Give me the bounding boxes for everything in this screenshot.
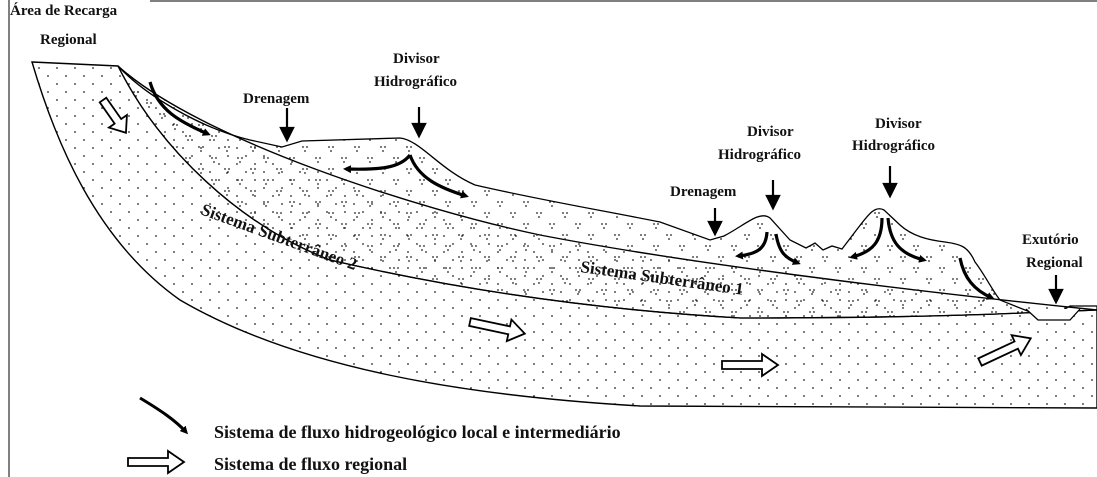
- divisor-3-label-line2: Hidrográfico: [852, 138, 935, 154]
- divisor-3-label-line1: Divisor: [875, 116, 922, 132]
- legend-local-flow-arrow-icon: [140, 398, 186, 432]
- recarga-label-line1: Área de Recarga: [10, 2, 118, 19]
- divisor-1-label-line1: Divisor: [393, 51, 440, 67]
- exutorio-label-line2: Regional: [1026, 255, 1083, 271]
- legend-local-flow-label: Sistema de fluxo hidrogeológico local e …: [214, 422, 621, 442]
- divisor-2-label-line1: Divisor: [747, 124, 794, 140]
- recarga-label-line2: Regional: [40, 32, 97, 48]
- legend-regional-flow-arrow-icon: [128, 451, 184, 473]
- legend-regional-flow-label: Sistema de fluxo regional: [214, 454, 407, 474]
- drenagem-label-1: Drenagem: [243, 91, 310, 107]
- divisor-2-label-line2: Hidrográfico: [718, 147, 801, 163]
- legend: Sistema de fluxo hidrogeológico local e …: [128, 398, 621, 474]
- divisor-1-label-line2: Hidrográfico: [374, 74, 457, 90]
- exutorio-label-line1: Exutório: [1022, 232, 1079, 248]
- drenagem-label-2: Drenagem: [670, 184, 737, 200]
